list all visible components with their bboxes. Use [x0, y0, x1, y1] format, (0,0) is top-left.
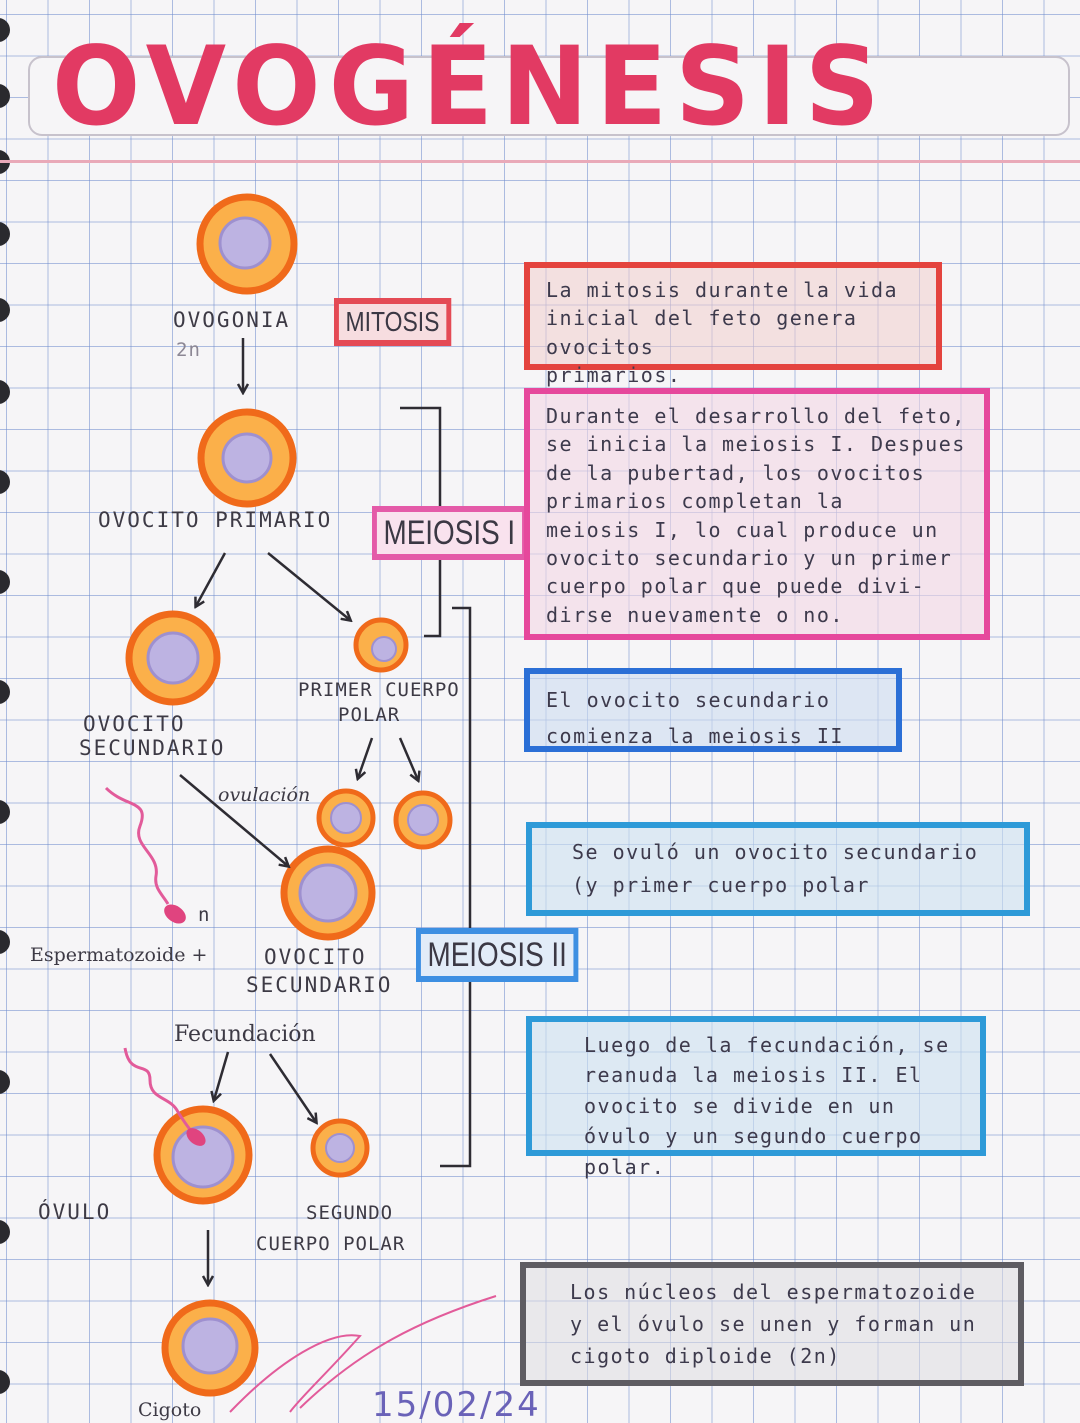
- arrow-icon: [214, 1051, 230, 1100]
- binder-hole: [0, 470, 10, 494]
- tag-mitosis: MITOSIS: [334, 298, 451, 346]
- arrow-icon: [196, 552, 227, 606]
- arrow-icon: [268, 1053, 316, 1122]
- label-segundo-cuerpo-polar: CUERPO POLAR: [256, 1233, 406, 1255]
- title-band: [28, 56, 1070, 136]
- label-espermatozoide: Espermatozoide +: [30, 944, 208, 966]
- ovocito-secundario-cell: [125, 610, 221, 706]
- segundo-cuerpo-polar-cell: [310, 1118, 370, 1178]
- note-meiosis-1: Durante el desarrollo del feto, se inici…: [524, 388, 990, 640]
- page-title: OVOGÉNESIS: [52, 21, 888, 151]
- ovocito-secundario-ovulado-cell: [280, 845, 376, 941]
- label-segundo-cuerpo-polar: SEGUNDO: [306, 1202, 394, 1224]
- note-line: Luego de la fecundación, se: [584, 1033, 950, 1057]
- binder-hole: [0, 298, 10, 322]
- label-ovulacion: ovulación: [218, 784, 311, 806]
- note-line: Se ovuló un ovocito secundario: [572, 840, 979, 864]
- note-line: de la pubertad, los ovocitos: [546, 460, 926, 485]
- arrow-icon: [179, 774, 288, 866]
- label-ovogonia: OVOGONIA: [173, 308, 291, 332]
- note-line: y el óvulo se unen y forman un: [570, 1312, 977, 1336]
- arrow-icon: [398, 737, 418, 780]
- note-ovocito-secundario: El ovocito secundario comienza la meiosi…: [524, 668, 902, 752]
- label-primer-cuerpo-polar: PRIMER CUERPO: [298, 679, 460, 701]
- date-stamp: 15/02/24: [372, 1385, 541, 1423]
- binder-hole: [0, 380, 10, 404]
- meiosis2-bracket: [440, 606, 472, 1168]
- note-ovulacion: Se ovuló un ovocito secundario (y primer…: [526, 822, 1030, 916]
- note-line: cigoto diploide (2n): [570, 1344, 841, 1368]
- note-line: se inicia la meiosis I. Despues: [546, 432, 966, 457]
- note-line: comienza la meiosis II: [546, 724, 844, 748]
- tag-meiosis-2: MEIOSIS II: [416, 928, 579, 982]
- note-line: ovocito se divide en un: [584, 1093, 896, 1118]
- sperm-icon: [104, 786, 186, 924]
- label-n: n: [198, 904, 211, 926]
- ovocito-primario-cell: [197, 408, 297, 508]
- sperm-icon: [123, 1047, 206, 1146]
- binder-hole: [0, 84, 10, 108]
- note-line: dirse nuevamente o no.: [546, 602, 844, 627]
- label-ovocito-secundario-2: OVOCITO: [264, 945, 367, 969]
- note-line: meiosis I, lo cual produce un: [546, 517, 939, 542]
- margin-line: [0, 160, 1080, 163]
- ovulo-cell: [153, 1105, 253, 1205]
- label-ovulo: ÓVULO: [38, 1200, 112, 1224]
- label-ovocito-secundario-2: SECUNDARIO: [246, 973, 393, 997]
- label-ovocito-primario: OVOCITO PRIMARIO: [98, 508, 333, 532]
- primer-cuerpo-polar-cell: [353, 617, 409, 673]
- note-line: ovocito secundario y un primer: [546, 545, 953, 570]
- note-line: óvulo y un segundo cuerpo polar.: [584, 1124, 923, 1179]
- binder-hole: [0, 18, 10, 42]
- binder-hole: [0, 1370, 10, 1394]
- note-mitosis: La mitosis durante la vida inicial del f…: [524, 262, 942, 387]
- binder-hole: [0, 222, 10, 246]
- note-line: (y primer cuerpo polar: [572, 873, 870, 897]
- note-line: El ovocito secundario: [546, 688, 831, 712]
- ovogonia-cell: [196, 193, 298, 295]
- note-line: cuerpo polar que puede divi-: [546, 574, 926, 599]
- label-fecundacion: Fecundación: [174, 1022, 316, 1047]
- label-2n: 2n: [176, 339, 201, 361]
- polar-body-daughter-cell: [316, 788, 376, 848]
- note-line: primarios completan la: [546, 489, 844, 514]
- binder-hole: [0, 1220, 10, 1244]
- cigoto-cell: [161, 1299, 259, 1397]
- binder-hole: [0, 800, 10, 824]
- label-cigoto: Cigoto: [138, 1399, 202, 1421]
- arrow-icon: [267, 552, 350, 620]
- polar-body-daughter-cell: [393, 790, 453, 850]
- note-line: Los núcleos del espermatozoide: [570, 1280, 977, 1304]
- note-line: La mitosis durante la vida: [546, 278, 899, 302]
- note-line: reanuda la meiosis II. El: [584, 1063, 923, 1088]
- note-line: Durante el desarrollo del feto,: [546, 404, 966, 428]
- label-primer-cuerpo-polar: POLAR: [338, 704, 401, 726]
- label-ovocito-secundario: OVOCITO: [83, 712, 186, 736]
- note-line: inicial del feto genera ovocitos: [546, 306, 858, 359]
- binder-hole: [0, 570, 10, 594]
- binder-hole: [0, 680, 10, 704]
- signature-scribble: [229, 1295, 497, 1413]
- note-cigoto: Los núcleos del espermatozoide y el óvul…: [520, 1262, 1024, 1386]
- binder-hole: [0, 1070, 10, 1094]
- note-line: primarios.: [546, 363, 682, 388]
- arrow-icon: [358, 737, 374, 778]
- tag-meiosis-1: MEIOSIS I: [372, 506, 527, 560]
- note-fecundacion: Luego de la fecundación, se reanuda la m…: [526, 1016, 986, 1179]
- binder-hole: [0, 930, 10, 954]
- label-ovocito-secundario: SECUNDARIO: [79, 736, 226, 760]
